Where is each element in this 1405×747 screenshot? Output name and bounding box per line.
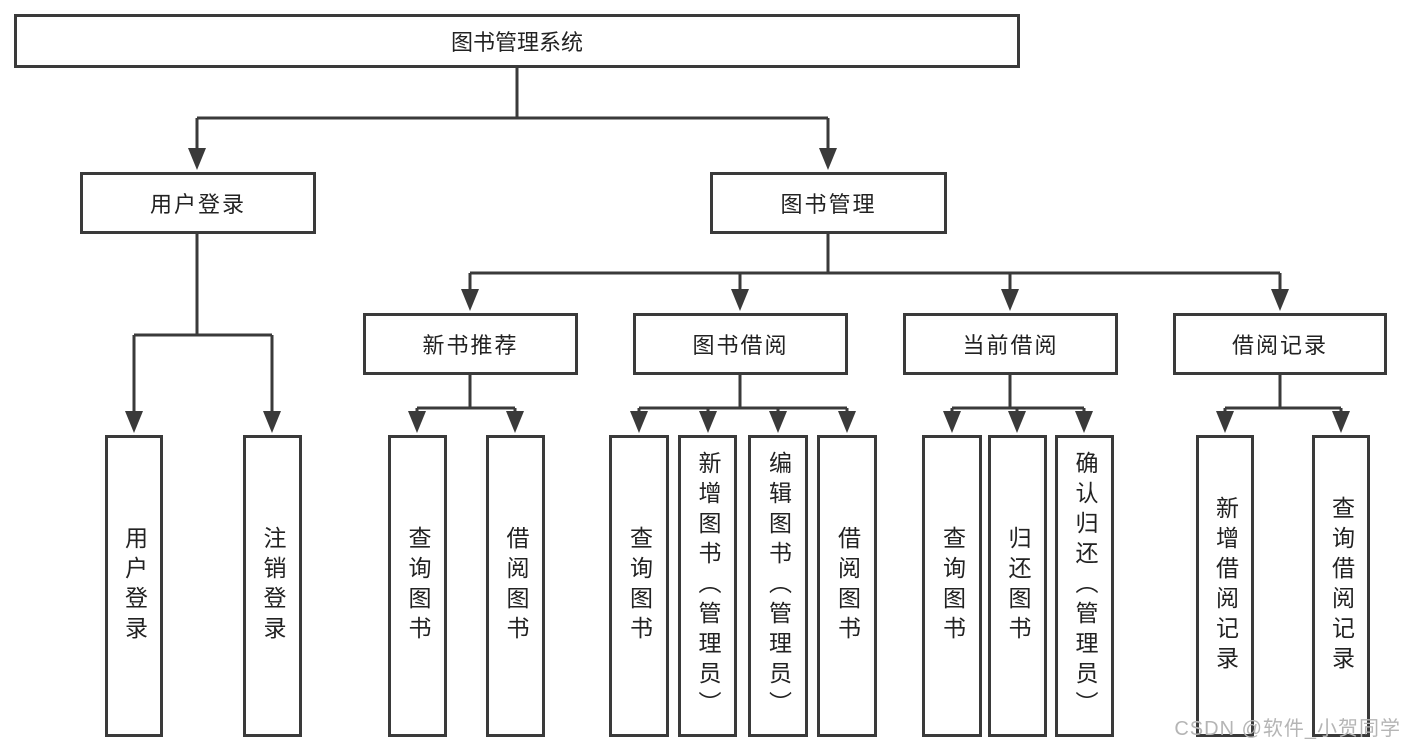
node-borrow-records-label: 借阅记录 [1231, 333, 1328, 358]
leaf-borrow-books: 借阅图书 [817, 435, 877, 737]
connector-newbook-to-leaves [415, 375, 517, 414]
leaf-logout-label: 注销登录 [260, 526, 286, 646]
leaf-add-books-admin: 新增图书（管理员） [678, 435, 737, 737]
leaf-current-query-books-label: 查询图书 [939, 526, 966, 646]
connector-root-to-level2 [195, 68, 830, 152]
connector-currentborrow-to-leaves [950, 375, 1086, 414]
node-root-label: 图书管理系统 [450, 30, 583, 55]
node-new-book-recommend: 新书推荐 [363, 313, 578, 375]
leaf-newbook-query-books: 查询图书 [388, 435, 447, 737]
connector-bookmgmt-to-level3 [468, 234, 1282, 293]
leaf-return-books: 归还图书 [988, 435, 1047, 737]
leaf-edit-books-admin: 编辑图书（管理员） [748, 435, 808, 737]
node-new-book-recommend-label: 新书推荐 [422, 333, 519, 358]
node-book-management-label: 图书管理 [780, 192, 877, 217]
node-book-management: 图书管理 [710, 172, 947, 234]
leaf-borrow-books-label: 借阅图书 [834, 526, 861, 646]
node-book-borrow-label: 图书借阅 [692, 333, 789, 358]
leaf-logout: 注销登录 [243, 435, 302, 737]
node-user-login: 用户登录 [80, 172, 316, 234]
csdn-watermark: CSDN @软件_小贺同学 [1174, 718, 1401, 740]
node-current-borrow: 当前借阅 [903, 313, 1118, 375]
leaf-borrow-query-books: 查询图书 [609, 435, 669, 737]
leaf-confirm-return-admin-label: 确认归还（管理员） [1072, 451, 1098, 721]
leaf-newbook-borrow-books-label: 借阅图书 [503, 526, 529, 646]
leaf-newbook-query-books-label: 查询图书 [405, 526, 431, 646]
leaf-add-books-admin-label: 新增图书（管理员） [695, 451, 721, 721]
leaf-add-borrow-record-label: 新增借阅记录 [1212, 496, 1239, 676]
node-current-borrow-label: 当前借阅 [962, 333, 1059, 358]
leaf-user-login-label: 用户登录 [121, 526, 148, 646]
leaf-borrow-query-books-label: 查询图书 [626, 526, 653, 646]
leaf-edit-books-admin-label: 编辑图书（管理员） [765, 451, 792, 721]
leaf-current-query-books: 查询图书 [922, 435, 982, 737]
connector-userlogin-to-leaves [132, 234, 274, 415]
leaf-return-books-label: 归还图书 [1005, 526, 1031, 646]
leaf-user-login: 用户登录 [105, 435, 163, 737]
connector-records-to-leaves [1223, 375, 1343, 414]
connector-bookborrow-to-leaves [637, 375, 849, 414]
node-book-borrow: 图书借阅 [633, 313, 848, 375]
leaf-confirm-return-admin: 确认归还（管理员） [1055, 435, 1114, 737]
node-root-system: 图书管理系统 [14, 14, 1020, 68]
leaf-query-borrow-record: 查询借阅记录 [1312, 435, 1370, 737]
leaf-add-borrow-record: 新增借阅记录 [1196, 435, 1254, 737]
node-borrow-records: 借阅记录 [1173, 313, 1387, 375]
node-user-login-label: 用户登录 [149, 192, 246, 217]
arrowheads [125, 148, 1350, 433]
leaf-newbook-borrow-books: 借阅图书 [486, 435, 545, 737]
leaf-query-borrow-record-label: 查询借阅记录 [1328, 496, 1355, 676]
